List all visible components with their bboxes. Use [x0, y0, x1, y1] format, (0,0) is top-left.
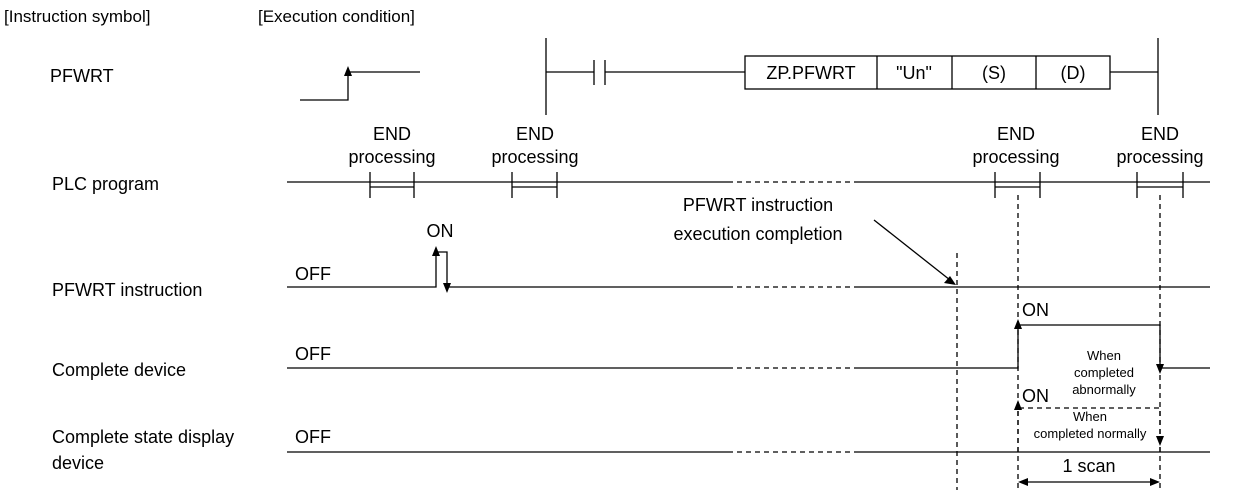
one-scan-arrow — [1018, 478, 1160, 486]
abnormal-label-3: abnormally — [1072, 382, 1136, 397]
execution-completion-pointer — [873, 219, 956, 285]
end-block-2 — [511, 172, 558, 198]
row-label-plc-program: PLC program — [52, 174, 159, 194]
end-label-4: END — [1141, 124, 1179, 144]
execution-completion-label-1: PFWRT instruction — [683, 195, 833, 215]
row-label-complete-state-1: Complete state display — [52, 427, 234, 447]
abnormal-label-2: completed — [1074, 365, 1134, 380]
end-label-3: END — [997, 124, 1035, 144]
end-processing-label-3: processing — [972, 147, 1059, 167]
end-block-4 — [1136, 172, 1184, 198]
end-processing-label-4: processing — [1116, 147, 1203, 167]
end-processing-label-1: processing — [348, 147, 435, 167]
end-processing-label-2: processing — [491, 147, 578, 167]
pfwrt-off-label: OFF — [295, 264, 331, 284]
instruction-name-label: PFWRT — [50, 66, 114, 86]
row-label-complete-state-2: device — [52, 453, 104, 473]
row-label-complete-device: Complete device — [52, 360, 186, 380]
ladder-cell-instruction: ZP.PFWRT — [766, 63, 855, 83]
one-scan-label: 1 scan — [1062, 456, 1115, 476]
vertical-guides — [956, 195, 1161, 490]
end-label-2: END — [516, 124, 554, 144]
plc-program-timeline — [287, 172, 1210, 198]
pfwrt-instruction-signal — [287, 246, 1210, 293]
complete-device-off-label: OFF — [295, 344, 331, 364]
ladder-cell-un: "Un" — [896, 63, 932, 83]
complete-state-on-label: ON — [1022, 386, 1049, 406]
complete-device-on-label: ON — [1022, 300, 1049, 320]
normal-label-2: completed normally — [1034, 426, 1147, 441]
complete-state-off-label: OFF — [295, 427, 331, 447]
end-label-1: END — [373, 124, 411, 144]
execution-completion-label-2: execution completion — [673, 224, 842, 244]
complete-device-signal — [287, 319, 1210, 374]
normal-label-1: When — [1073, 409, 1107, 424]
rising-edge-icon — [300, 66, 420, 101]
end-block-3 — [994, 172, 1041, 198]
pfwrt-on-label: ON — [427, 221, 454, 241]
instruction-symbol-header: [Instruction symbol] — [4, 7, 150, 26]
ladder-cell-d: (D) — [1061, 63, 1086, 83]
ladder-rung — [545, 38, 1159, 115]
end-block-1 — [369, 172, 415, 198]
abnormal-label-1: When — [1087, 348, 1121, 363]
execution-condition-header: [Execution condition] — [258, 7, 415, 26]
ladder-cell-s: (S) — [982, 63, 1006, 83]
row-label-pfwrt-instruction: PFWRT instruction — [52, 280, 202, 300]
